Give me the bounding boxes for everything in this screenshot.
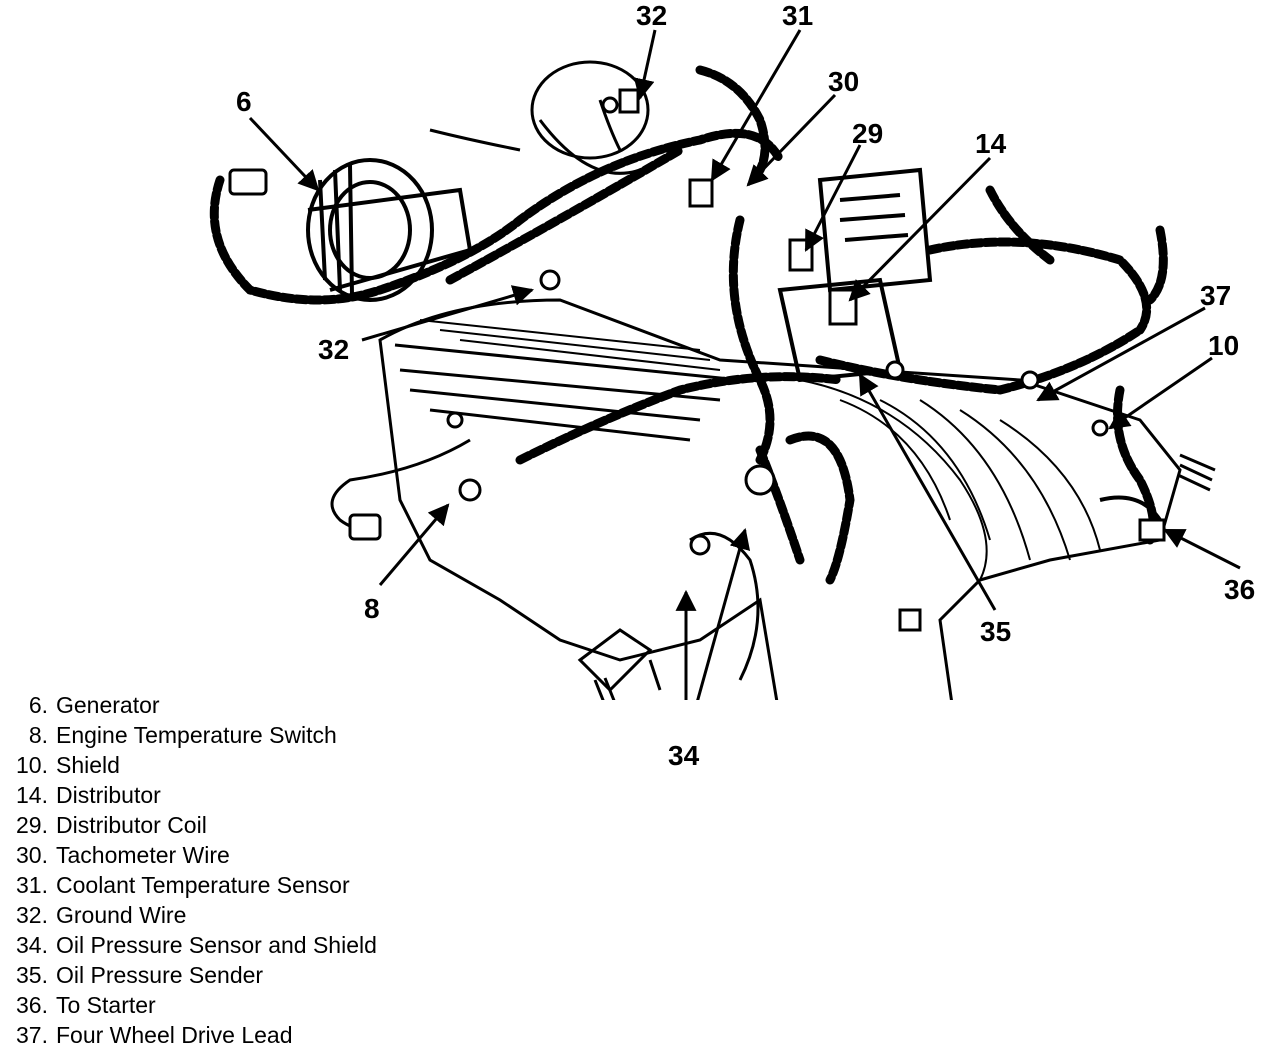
leader-14 [848,156,992,302]
leader-36 [1163,528,1241,570]
legend-item: 29.Distributor Coil [16,812,207,838]
leader-6 [248,116,320,192]
callout-37: 37 [1200,280,1232,311]
thin-wires [330,99,622,531]
leader-32-left [361,285,535,342]
callout-36: 36 [1224,574,1256,605]
legend-item: 34.Oil Pressure Sensor and Shield [16,932,377,958]
legend-item: 37.Four Wheel Drive Lead [16,1022,293,1048]
callout-31: 31 [782,0,814,31]
legend-item: 36.To Starter [16,992,156,1018]
callout-29: 29 [852,118,884,149]
callout-14: 14 [975,128,1007,159]
callout-10: 10 [1208,330,1240,361]
leader-29 [804,144,862,252]
leader-35 [858,373,997,611]
mounting-studs [593,453,1216,700]
callout-6: 6 [236,86,252,117]
legend-item: 14.Distributor [16,782,161,808]
distributor [777,167,933,383]
leader-30 [746,93,837,187]
parts-legend: 6.Generator 8.Engine Temperature Switch … [0,690,520,1050]
leader-37 [1036,306,1206,402]
connectors [228,88,1166,632]
callout-34: 34 [668,740,700,771]
leader-32-top [633,29,657,101]
legend-item: 32.Ground Wire [16,902,187,928]
generator [306,158,473,302]
leader-10 [1108,356,1213,430]
leader-31 [710,29,802,182]
callout-35: 35 [980,616,1012,647]
legend-item: 31.Coolant Temperature Sensor [16,872,350,898]
legend-item: 8.Engine Temperature Switch [28,722,337,748]
engine-wiring-diagram [209,29,1241,700]
legend-item: 10.Shield [16,752,120,778]
callout-30: 30 [828,66,860,97]
wiring-harness [209,65,1168,585]
callout-32-left: 32 [318,334,350,365]
legend-item: 35.Oil Pressure Sender [16,962,264,988]
callout-8: 8 [364,593,380,624]
leader-lines [248,29,1241,700]
legend-item: 30.Tachometer Wire [16,842,230,868]
leader-34b [696,527,751,700]
leader-8 [378,503,450,586]
legend-item: 6.Generator [28,692,160,718]
engine-block [378,298,1182,700]
callout-32-top: 32 [636,0,668,31]
